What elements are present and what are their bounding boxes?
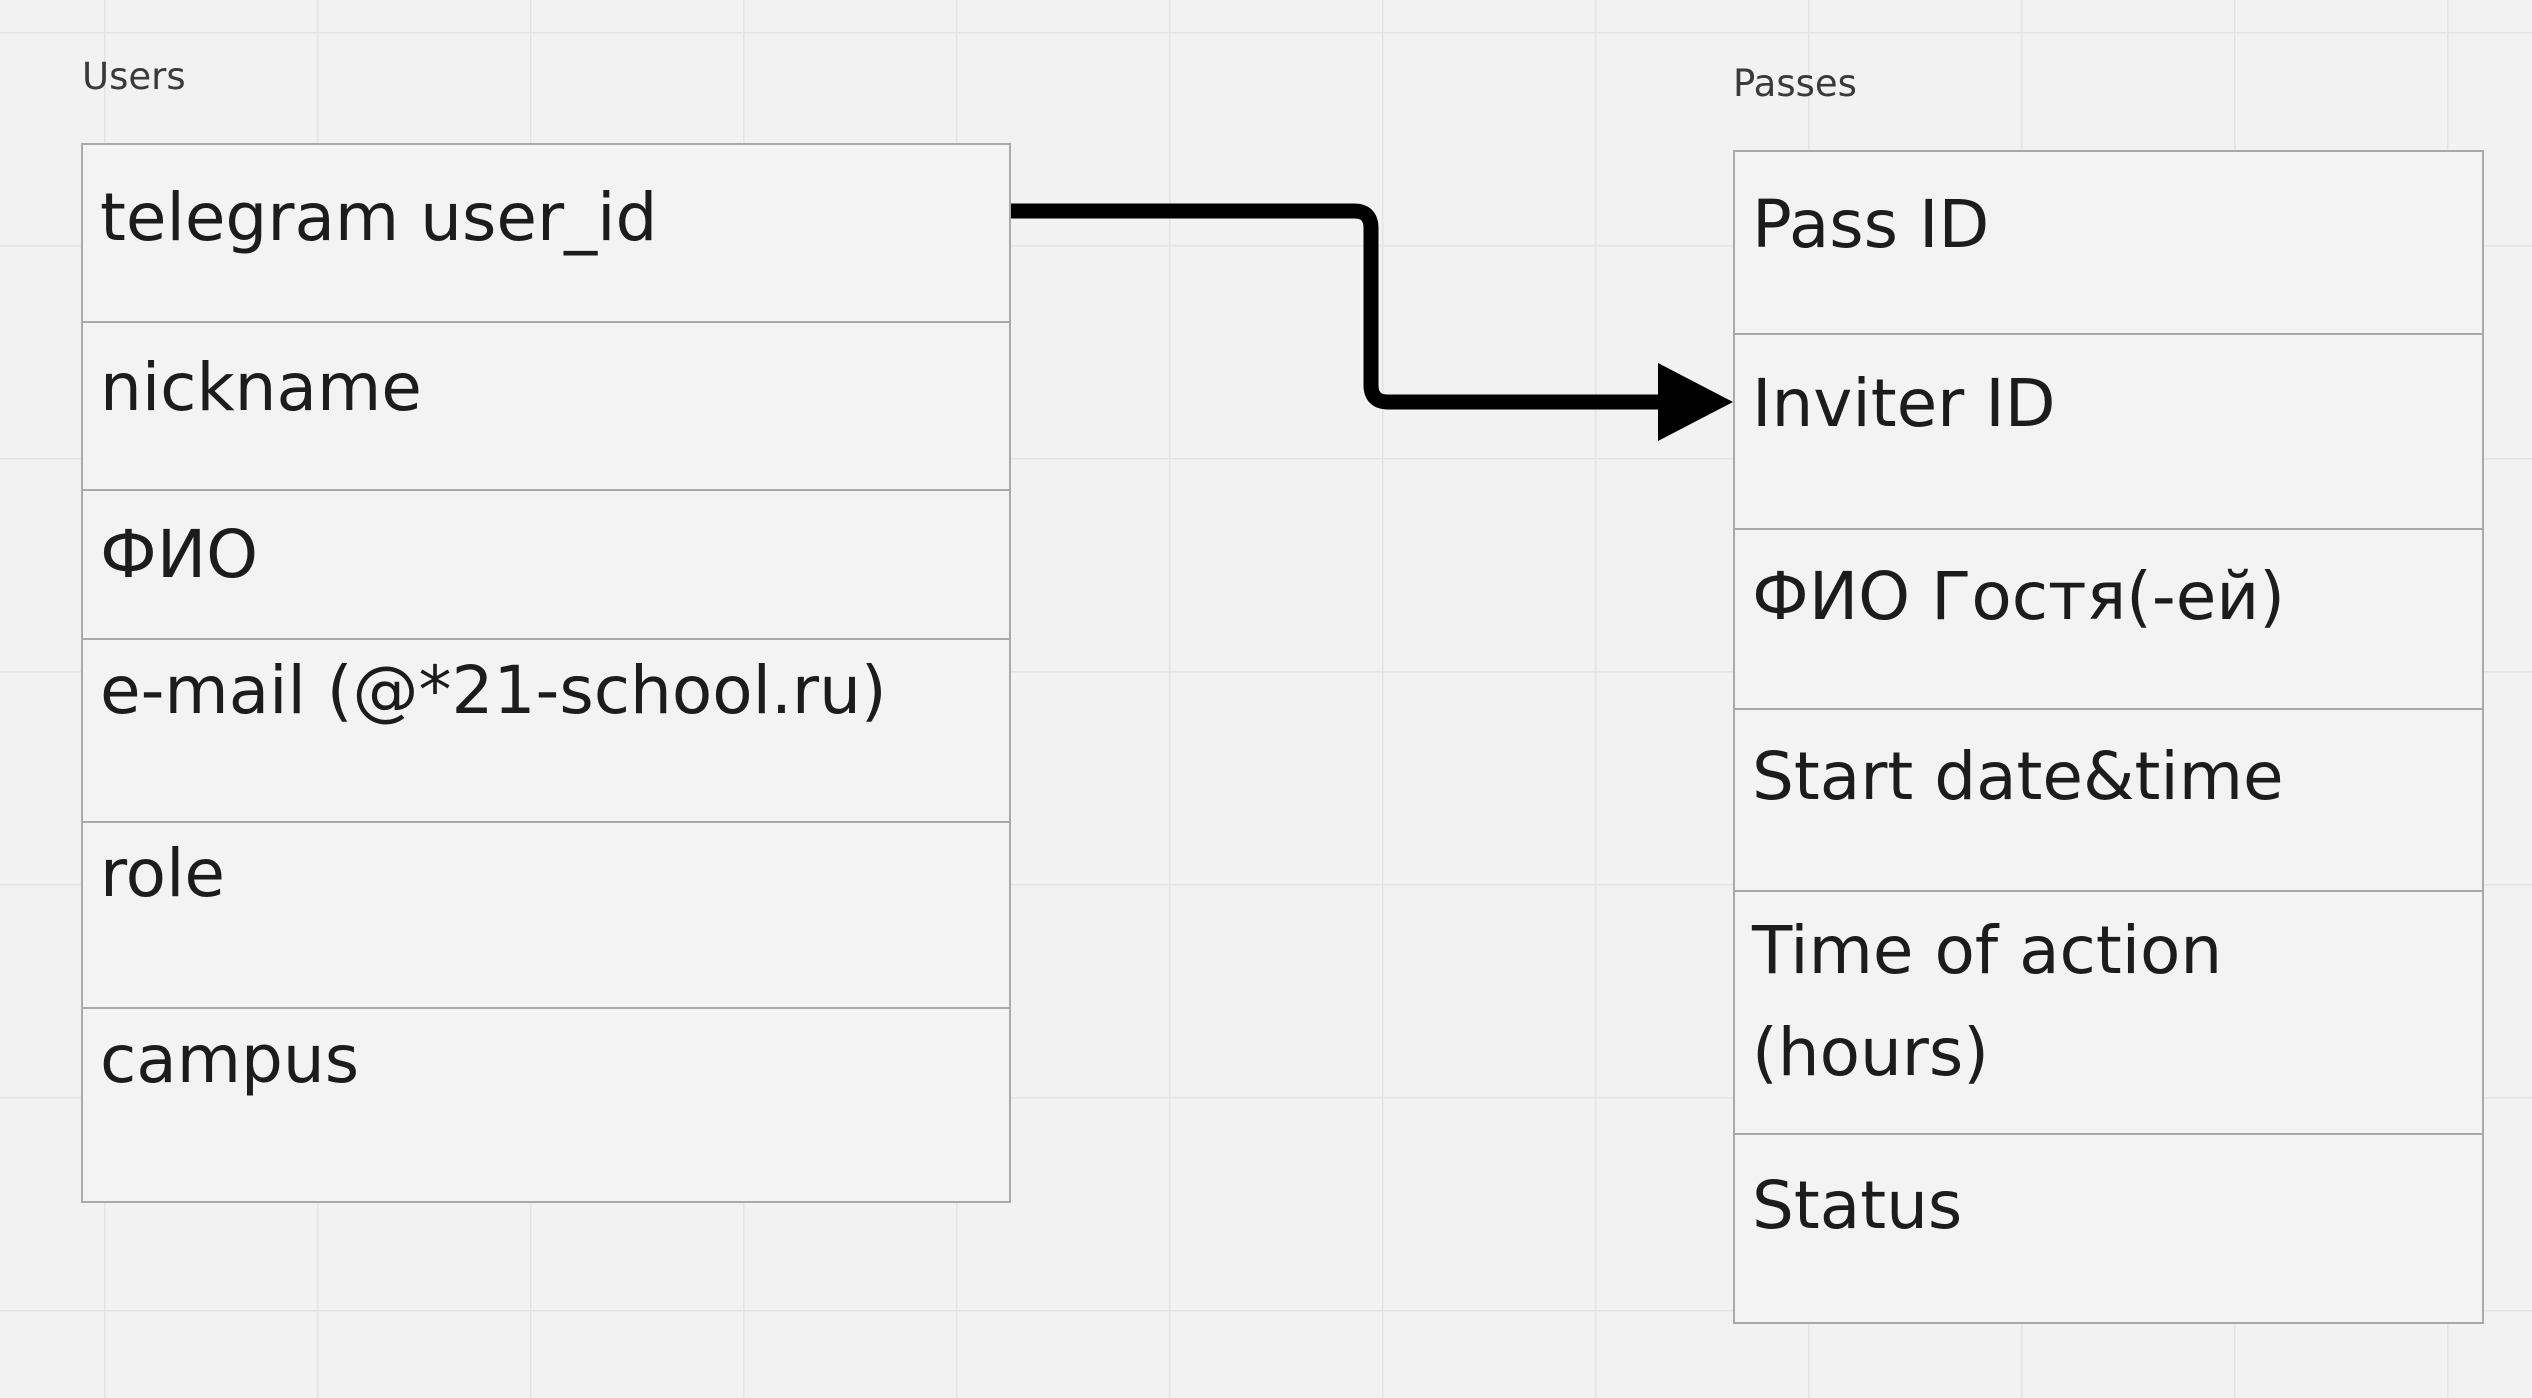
passes-row-inviter-id[interactable]: Inviter ID [1735, 335, 2482, 530]
passes-frame-title: Passes [1733, 62, 1857, 105]
users-field-label: campus [100, 1021, 360, 1098]
passes-row-start-datetime[interactable]: Start date&time [1735, 710, 2482, 892]
users-frame-title: Users [82, 55, 186, 98]
users-field-label: telegram user_id [100, 179, 658, 256]
users-row-telegram-user-id[interactable]: telegram user_id [83, 145, 1009, 323]
passes-field-label: Start date&time [1752, 738, 2284, 815]
passes-row-status[interactable]: Status [1735, 1135, 2482, 1322]
users-row-campus[interactable]: campus [83, 1009, 1009, 1201]
users-field-label: ФИО [100, 516, 259, 593]
users-field-label: e-mail (@*21-school.ru) [100, 652, 887, 729]
passes-field-label: Time of action (hours) [1752, 912, 2223, 1091]
passes-row-time-of-action[interactable]: Time of action (hours) [1735, 892, 2482, 1135]
users-row-fio[interactable]: ФИО [83, 491, 1009, 640]
passes-field-label: Inviter ID [1752, 365, 2056, 442]
passes-field-label: ФИО Гостя(-ей) [1752, 558, 2285, 635]
users-entity-table[interactable]: telegram user_id nickname ФИО e-mail (@*… [81, 143, 1011, 1203]
users-row-email[interactable]: e-mail (@*21-school.ru) [83, 640, 1009, 823]
users-field-label: role [100, 835, 226, 912]
passes-field-label: Pass ID [1752, 186, 1990, 263]
passes-entity-table[interactable]: Pass ID Inviter ID ФИО Гостя(-ей) Start … [1733, 150, 2484, 1324]
passes-row-pass-id[interactable]: Pass ID [1735, 152, 2482, 335]
passes-field-label: Status [1752, 1167, 1963, 1244]
relation-arrowhead-icon [1658, 363, 1733, 441]
users-row-role[interactable]: role [83, 823, 1009, 1009]
passes-row-guest-fio[interactable]: ФИО Гостя(-ей) [1735, 530, 2482, 710]
users-row-nickname[interactable]: nickname [83, 323, 1009, 491]
relation-line[interactable] [1011, 203, 1670, 410]
users-field-label: nickname [100, 349, 422, 426]
